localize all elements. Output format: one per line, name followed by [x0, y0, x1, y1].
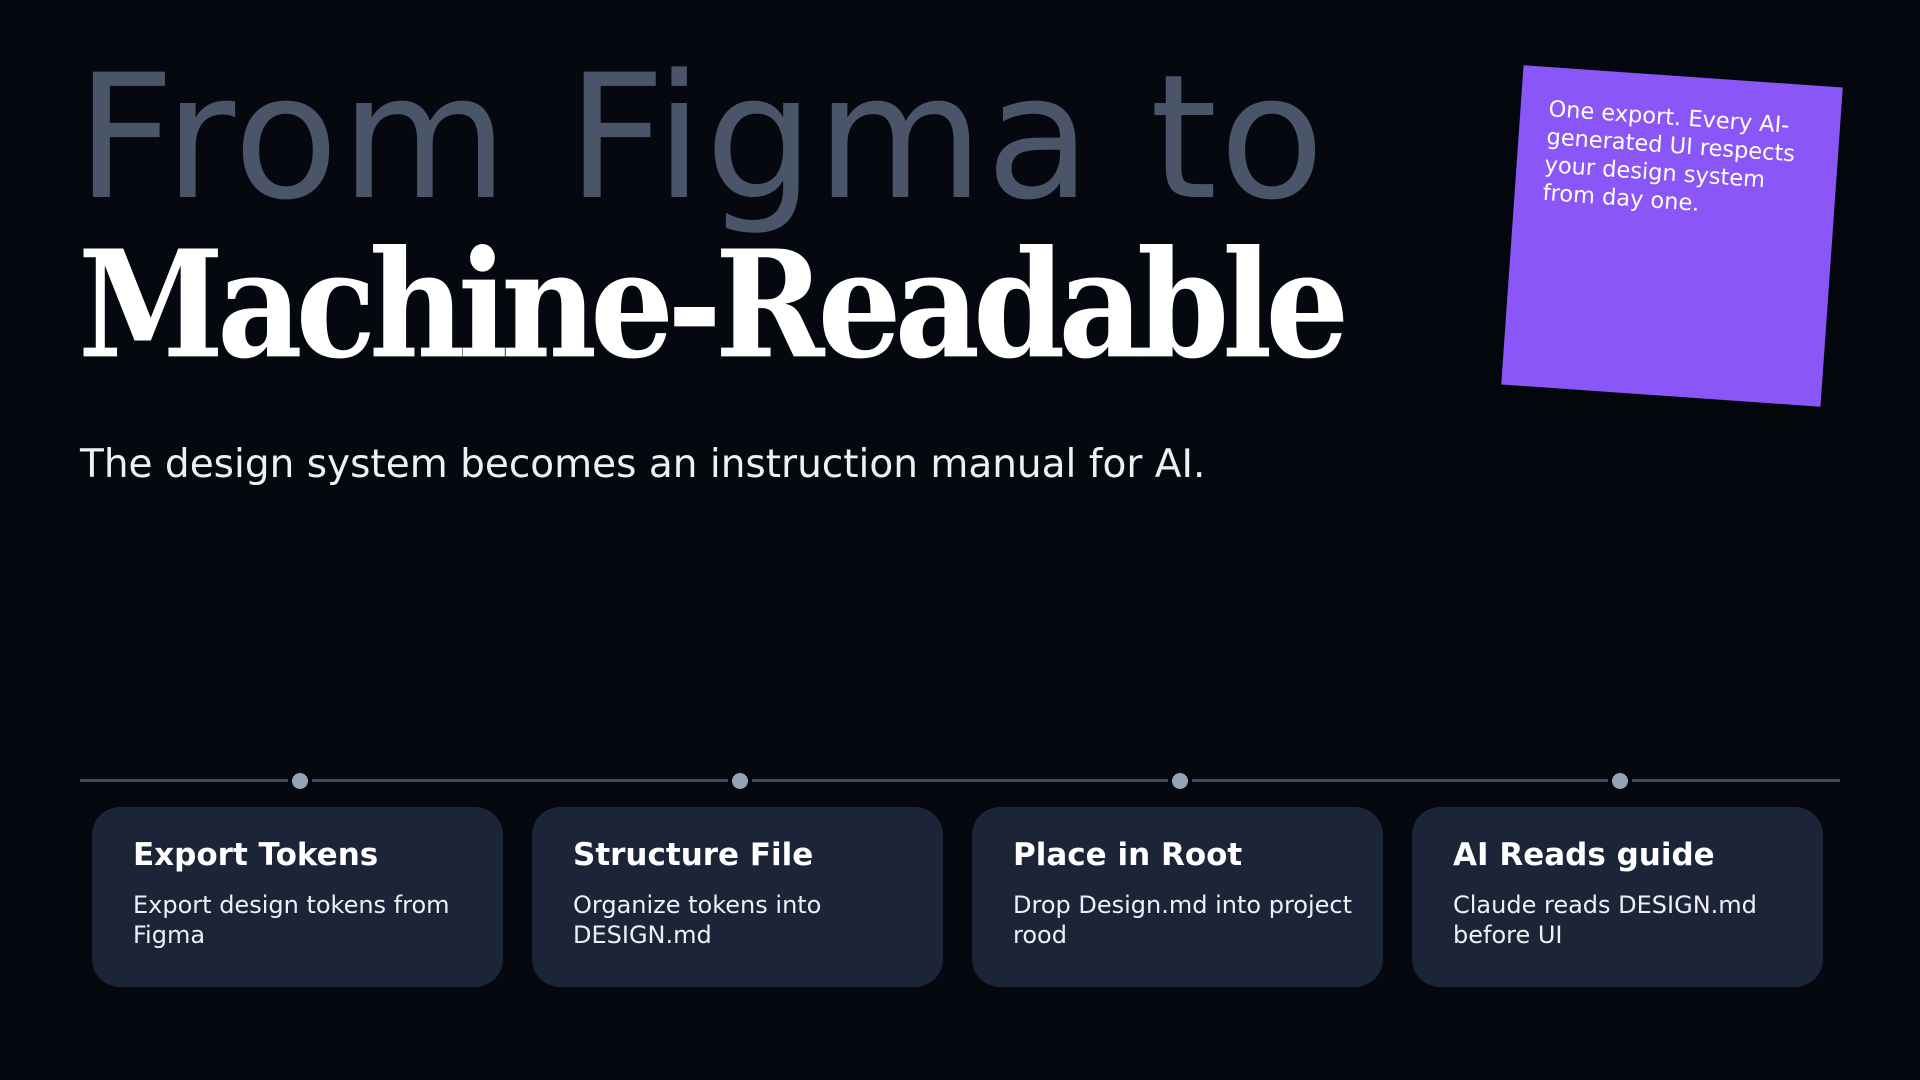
step-title: AI Reads guide	[1453, 837, 1715, 873]
step-card-place-in-root: Place in Root Drop Design.md into projec…	[972, 807, 1383, 987]
step-card-export-tokens: Export Tokens Export design tokens from …	[92, 807, 503, 987]
sticky-note: One export. Every AI-generated UI respec…	[1501, 65, 1843, 407]
heading-line-1: From Figma to	[76, 37, 1327, 238]
step-description: Export design tokens from Figma	[133, 891, 450, 950]
step-description: Claude reads DESIGN.md before UI	[1453, 891, 1757, 950]
step-card-ai-reads-guide: AI Reads guide Claude reads DESIGN.md be…	[1412, 807, 1823, 987]
subtitle: The design system becomes an instruction…	[80, 442, 1206, 487]
sticky-note-text: One export. Every AI-generated UI respec…	[1541, 96, 1796, 218]
timeline-line	[80, 779, 1840, 782]
step-description: Drop Design.md into project rood	[1013, 891, 1352, 950]
timeline-dot	[1168, 769, 1192, 793]
step-title: Export Tokens	[133, 837, 379, 873]
timeline-dot	[1608, 769, 1632, 793]
step-title: Place in Root	[1013, 837, 1243, 873]
timeline-dot	[728, 769, 752, 793]
step-card-structure-file: Structure File Organize tokens into DESI…	[532, 807, 943, 987]
heading-line-2: Machine-Readable	[78, 218, 1349, 393]
timeline-dot	[288, 769, 312, 793]
step-title: Structure File	[573, 837, 814, 873]
step-description: Organize tokens into DESIGN.md	[573, 891, 822, 950]
